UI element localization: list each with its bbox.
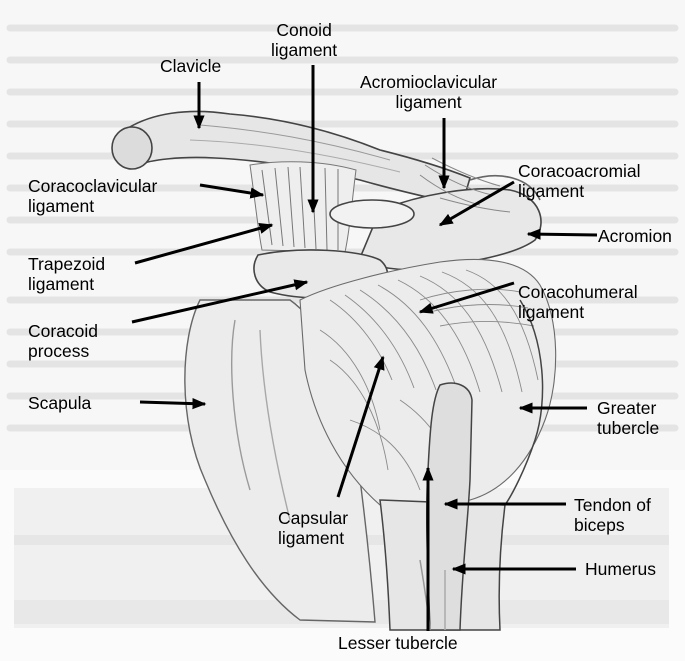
label-lesser-tubercle: Lesser tubercle bbox=[338, 633, 458, 653]
label-coracoacromial-ligament: Coracoacromial ligament bbox=[518, 161, 641, 201]
label-greater-tubercle: Greater tubercle bbox=[597, 398, 659, 438]
label-coracoid-process: Coracoid process bbox=[28, 321, 98, 361]
label-coracohumeral-ligament: Coracohumeral ligament bbox=[518, 282, 638, 322]
label-trapezoid-ligament: Trapezoid ligament bbox=[28, 254, 105, 294]
label-conoid-ligament: Conoid ligament bbox=[271, 20, 337, 60]
label-capsular-ligament: Capsular ligament bbox=[278, 508, 348, 548]
label-acromioclavicular-ligament: Acromioclavicular ligament bbox=[360, 72, 497, 112]
label-tendon-of-biceps: Tendon of biceps bbox=[574, 495, 651, 535]
label-humerus: Humerus bbox=[585, 559, 656, 579]
label-scapula: Scapula bbox=[28, 393, 91, 413]
arrow-scapula bbox=[140, 402, 205, 404]
label-coracoclavicular-ligament: Coracoclavicular ligament bbox=[28, 176, 157, 216]
label-acromion: Acromion bbox=[598, 226, 672, 246]
arrow-acromion bbox=[528, 234, 597, 235]
label-clavicle: Clavicle bbox=[160, 56, 221, 76]
